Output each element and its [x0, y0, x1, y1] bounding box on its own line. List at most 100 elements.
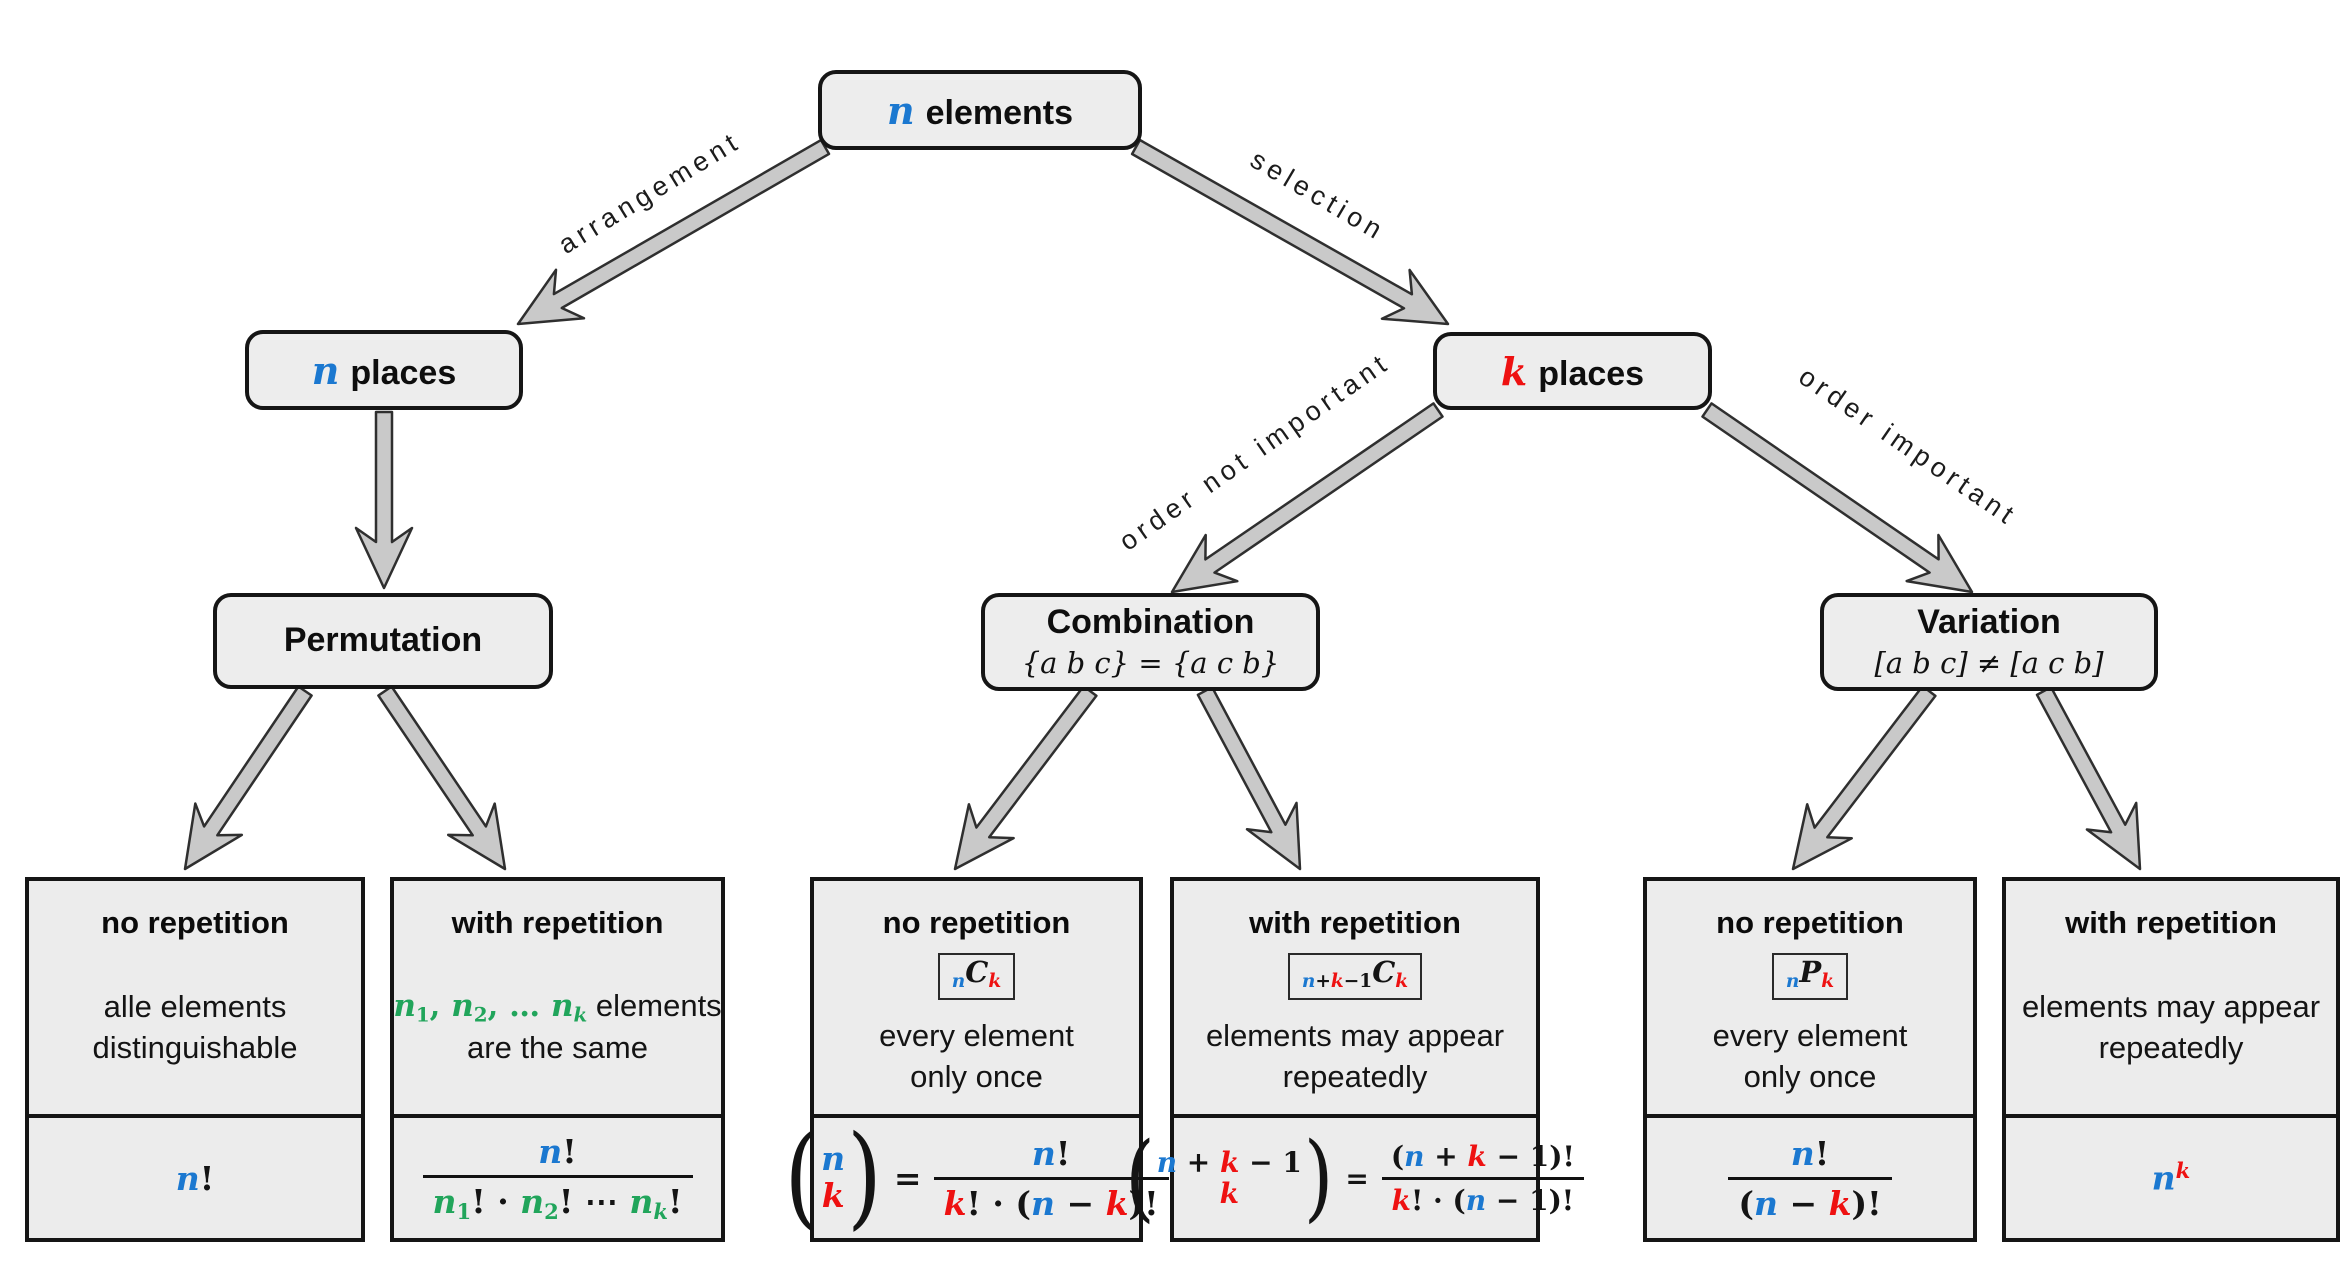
leaf-description: alle elements distinguishable: [92, 987, 297, 1069]
math-token: k: [1828, 1183, 1852, 1223]
math-token: C: [1372, 955, 1396, 989]
math-token: −: [1778, 1183, 1829, 1223]
math-token: elements may appear: [2021, 988, 2321, 1024]
math-token: )!: [1548, 1183, 1575, 1217]
node-permutation-title: Permutation: [283, 621, 483, 660]
math-token: every element: [879, 1017, 1074, 1053]
math-token: n: [1790, 1133, 1815, 1173]
leaf-title: no repetition: [1716, 905, 1904, 940]
math-token: n: [629, 1182, 654, 1222]
math-token: n: [1785, 971, 1800, 993]
math-token: k: [1467, 1139, 1487, 1173]
math-token: ! · (: [1410, 1183, 1466, 1217]
math-token: n: [1031, 1183, 1056, 1223]
math-n: n: [886, 87, 915, 133]
math-token: n: [550, 988, 574, 1025]
node-k-places-label: places: [1538, 354, 1645, 393]
leaf-description: every element only once: [1713, 1016, 1908, 1098]
fraction: n!(n − k)!: [1728, 1133, 1892, 1223]
node-variation: Variation [a b c] ≠ [a c b]: [1820, 593, 2158, 691]
math-token: n: [1404, 1139, 1425, 1173]
math-token: distinguishable: [92, 1029, 298, 1065]
leaf-title: with repetition: [2065, 905, 2277, 940]
math-token: −: [1055, 1183, 1106, 1223]
math-token: n: [451, 988, 474, 1025]
math-token: (: [1390, 1139, 1405, 1173]
math-token: 2: [544, 1198, 559, 1224]
leaf-title: with repetition: [1249, 905, 1461, 940]
math-token: ,: [429, 988, 452, 1025]
leaf-title: with repetition: [451, 905, 664, 940]
node-combination-title: Combination: [1046, 603, 1255, 642]
math-token: 1: [456, 1198, 472, 1224]
math-token: k: [1220, 1145, 1240, 1179]
math-token: )!: [1851, 1183, 1882, 1223]
notation-combination-no-repetition: nCk: [937, 953, 1016, 1000]
arrow-order-not-important: [1170, 402, 1444, 594]
math-token: 2: [473, 1002, 488, 1027]
math-token: every element: [1712, 1017, 1908, 1053]
node-combination-subtitle: {a b c} = {a c b}: [1021, 645, 1280, 680]
leaf-formula: n!n1! · n2! ⋯ nk!: [394, 1118, 721, 1238]
math-token: k: [1219, 1177, 1239, 1210]
math-token: , …: [487, 988, 551, 1025]
math-token: k: [573, 1002, 588, 1027]
math-token: k: [821, 1176, 845, 1215]
math-token: !: [1814, 1133, 1830, 1173]
math-token: !: [668, 1182, 683, 1222]
math-token: C: [965, 955, 989, 989]
arrow-selection: [1130, 138, 1450, 326]
node-combination: Combination {a b c} = {a c b}: [981, 593, 1320, 691]
leaf-description-section: with repetition n+k−1Ck elements may appea…: [1174, 881, 1536, 1118]
math-token: n: [1465, 1183, 1487, 1217]
node-n-elements-label: elements: [925, 93, 1074, 132]
math-token: ! · (: [966, 1183, 1032, 1223]
arrow-order-important: [1701, 402, 1974, 594]
math-token: )!: [1128, 1183, 1159, 1223]
math-token: elements: [587, 988, 722, 1024]
math-token: only once: [1743, 1058, 1877, 1094]
math-token: k: [2175, 1158, 2191, 1184]
math-token: k: [1330, 971, 1344, 993]
fraction: n!n1! · n2! ⋯ nk!: [422, 1132, 693, 1224]
math-token: (: [1738, 1183, 1754, 1223]
math-token: n: [1156, 1145, 1178, 1179]
math-token: P: [1799, 955, 1822, 989]
math-token: k: [1105, 1183, 1129, 1223]
math-token: !: [558, 1182, 574, 1222]
math-token: n: [393, 988, 416, 1025]
math-token: alle elements: [103, 988, 287, 1024]
math-token: k: [988, 971, 1002, 993]
math-token: k: [943, 1183, 967, 1223]
math-token: −1: [1343, 971, 1373, 993]
notation-combination-with-repetition: n+k−1Ck: [1287, 953, 1423, 1000]
math-token: n: [2151, 1158, 2176, 1198]
math-token: +: [1315, 971, 1331, 993]
math-token: n: [1754, 1183, 1778, 1223]
math-token: !: [471, 1182, 486, 1222]
math-token: − 1: [1486, 1183, 1549, 1217]
math-token: are the same: [467, 1029, 648, 1065]
math-token: n: [538, 1132, 563, 1172]
leaf-title: no repetition: [882, 905, 1071, 940]
math-token: − 1: [1239, 1145, 1302, 1179]
math-token: n: [1031, 1133, 1056, 1173]
node-n-places: n places: [245, 330, 523, 410]
arrow-combination-to-with-repetition: [1196, 685, 1302, 871]
